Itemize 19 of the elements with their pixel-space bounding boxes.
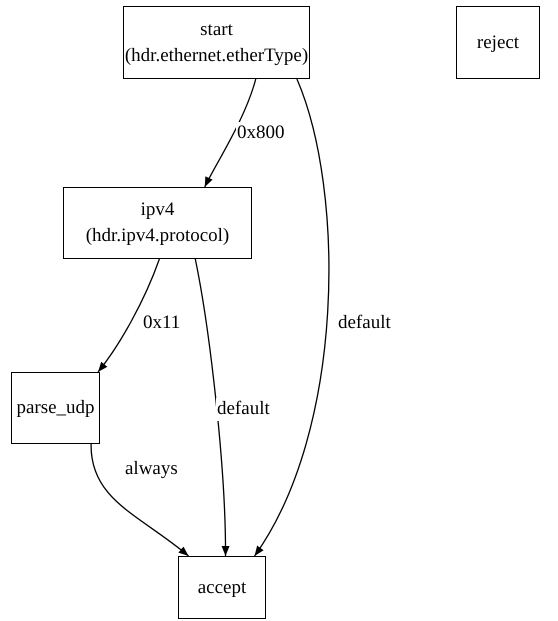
- state-field: (hdr.ethernet.etherType): [124, 42, 308, 68]
- edge-label: always: [124, 458, 179, 481]
- state-name: start: [200, 18, 233, 42]
- transition-arrow: [97, 258, 160, 372]
- state-field: (hdr.ipv4.protocol): [86, 223, 230, 249]
- state-name: accept: [198, 576, 246, 600]
- transition-arrow: [90, 444, 189, 556]
- state-box: [123, 6, 310, 79]
- state-box: [178, 556, 266, 619]
- state-name: parse_udp: [16, 396, 95, 420]
- edge-label: default: [216, 398, 271, 421]
- state-box: [11, 372, 100, 444]
- state-box: [456, 6, 540, 79]
- state-name: ipv4: [140, 198, 174, 222]
- transition-arrow: [204, 78, 256, 188]
- transition-arrow: [254, 78, 330, 556]
- state-name: reject: [476, 30, 520, 55]
- transition-arrow: [194, 258, 230, 556]
- state-box: [63, 187, 252, 259]
